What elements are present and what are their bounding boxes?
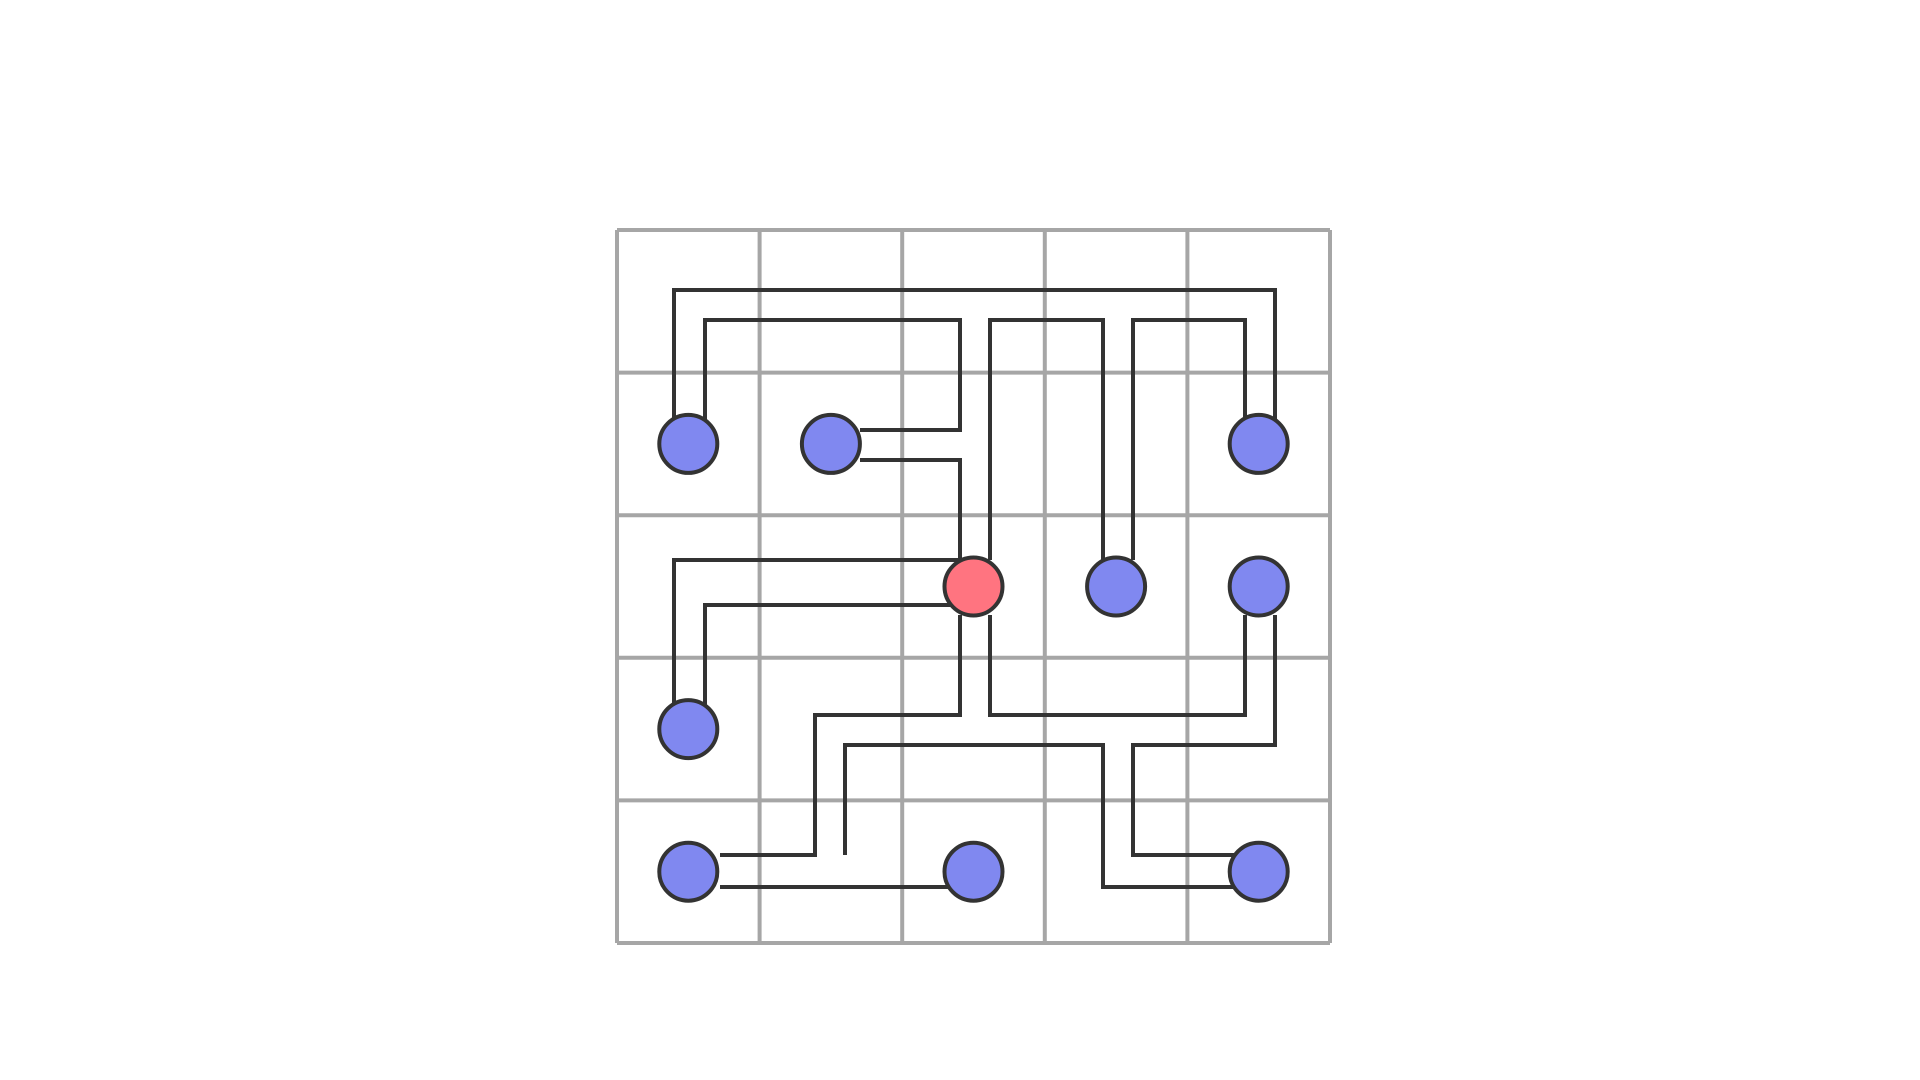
wire-path bbox=[988, 615, 1247, 717]
grid bbox=[615, 228, 1332, 945]
wire-path bbox=[703, 318, 962, 432]
endpoint-node[interactable] bbox=[657, 412, 720, 475]
endpoint-node[interactable] bbox=[1227, 412, 1290, 475]
wire-path bbox=[672, 458, 962, 707]
wire-path bbox=[843, 743, 1245, 889]
endpoint-node[interactable] bbox=[657, 698, 720, 761]
endpoint-node[interactable] bbox=[799, 412, 862, 475]
wire-paths bbox=[672, 288, 1277, 889]
endpoint-node[interactable] bbox=[1227, 555, 1290, 618]
nodes bbox=[657, 412, 1290, 903]
endpoint-node[interactable] bbox=[1085, 555, 1148, 618]
wire-path bbox=[1131, 318, 1247, 560]
endpoint-node[interactable] bbox=[942, 840, 1005, 903]
source-node[interactable] bbox=[942, 555, 1005, 618]
wire-path bbox=[1131, 615, 1277, 857]
wire-path bbox=[672, 288, 1277, 422]
wire-path bbox=[703, 603, 960, 707]
wire-path bbox=[988, 318, 1105, 560]
endpoint-node[interactable] bbox=[1227, 840, 1290, 903]
endpoint-node[interactable] bbox=[657, 840, 720, 903]
wire-path bbox=[720, 615, 962, 857]
